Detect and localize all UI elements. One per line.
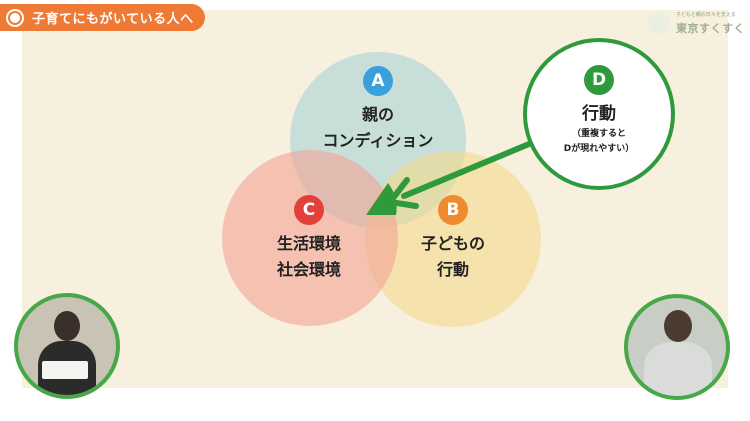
circle-a-line2: コンディション <box>322 131 434 150</box>
guest-body <box>644 342 712 396</box>
slide-title: 子育てにもがいている人へ <box>32 12 194 27</box>
slide-title-tab: 子育てにもがいている人へ <box>0 4 205 31</box>
presenter-head <box>54 311 80 341</box>
circle-a-line1: 親の <box>361 105 394 124</box>
circle-d-title: 行動 <box>582 104 616 124</box>
circle-c-label: 生活環境 社会環境 <box>264 231 354 283</box>
logo-tagline: 子どもと親の日々を支える <box>676 12 736 18</box>
logo-name: 東京すくすく <box>676 22 745 35</box>
circle-c-badge: C <box>294 195 324 225</box>
circle-d-note2: Dが現れやすい） <box>563 144 635 154</box>
circle-d-shape <box>523 38 675 190</box>
bullet-icon <box>8 10 22 25</box>
presenter-video <box>14 293 120 399</box>
circle-c-shape <box>222 150 398 326</box>
circle-b-badge: B <box>438 195 468 225</box>
circle-d-note1: （重複すると <box>571 129 626 139</box>
guest-video <box>624 294 730 400</box>
pointer-arrowhead <box>387 177 419 209</box>
pointer-arrow-line <box>401 141 532 199</box>
guest-head <box>664 310 692 342</box>
circle-b-line1: 子どもの <box>420 234 485 253</box>
overlap-highlight <box>366 183 397 215</box>
circle-b-label: 子どもの 行動 <box>413 231 493 283</box>
channel-logo: 子どもと親の日々を支える 東京すくすく <box>646 10 745 36</box>
circle-c-line2: 社会環境 <box>276 260 341 279</box>
logo-icon <box>648 12 670 34</box>
circle-d-badge: D <box>584 65 614 95</box>
circle-d-label: 行動 （重複すると Dが現れやすい） <box>544 101 654 157</box>
circle-c-line1: 生活環境 <box>276 234 341 253</box>
circle-a-badge: A <box>363 66 393 96</box>
circle-b-line2: 行動 <box>436 260 469 279</box>
circle-a-label: 親の コンディション <box>318 102 438 154</box>
presenter-paper <box>42 361 88 379</box>
